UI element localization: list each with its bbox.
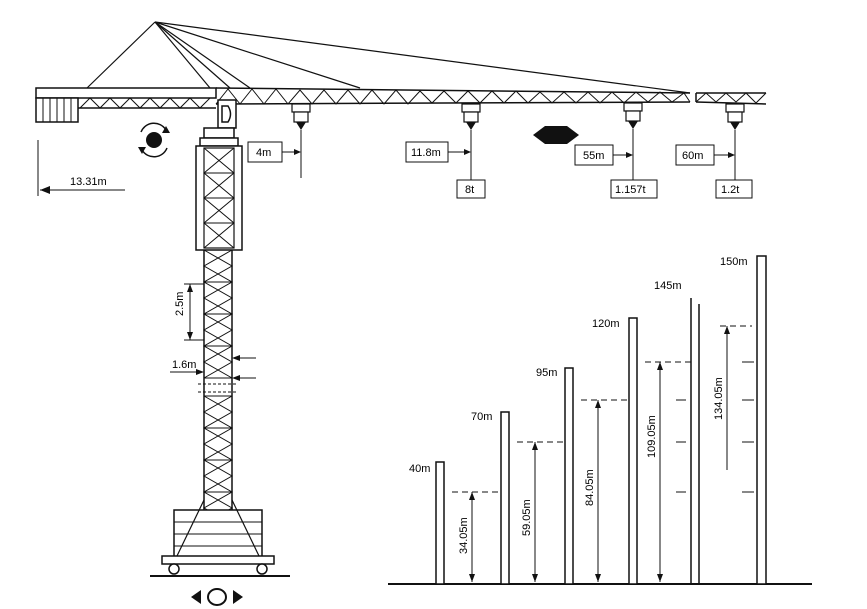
tower-dimension-label: 84.05m bbox=[584, 469, 596, 506]
tower-height-label: 95m bbox=[536, 367, 557, 379]
tower-145m: 145m bbox=[654, 280, 700, 584]
tower-120m: 120m 109.05m bbox=[592, 317, 694, 585]
travel-direction-icon bbox=[191, 588, 243, 606]
tower-150m: 150m 134.05m bbox=[713, 255, 767, 585]
capacity-box bbox=[715, 179, 753, 199]
tower-height-label: 70m bbox=[471, 411, 492, 423]
tower-dimension-label: 109.05m bbox=[646, 415, 658, 458]
capacity-box bbox=[610, 179, 658, 199]
mast-width-dimension: 1.6m bbox=[170, 355, 256, 381]
tower-height-label: 40m bbox=[409, 463, 430, 475]
load-point-4m: 4m bbox=[247, 103, 311, 178]
tower-height-label: 145m bbox=[654, 280, 682, 292]
tower-70m: 70m 59.05m bbox=[471, 411, 572, 585]
tower-dimension-label: 34.05m bbox=[458, 517, 470, 554]
load-point-60m: 60m 1.2t bbox=[675, 103, 753, 199]
capacity-box bbox=[456, 179, 486, 199]
radius-label: 60m bbox=[682, 150, 703, 162]
counter-jib-dimension: 13.31m bbox=[37, 140, 125, 196]
capacity-label: 8t bbox=[465, 184, 474, 196]
tower-dimension-label: 134.05m bbox=[713, 377, 725, 420]
trolley-travel-icon bbox=[533, 126, 579, 144]
radius-label: 4m bbox=[256, 147, 271, 159]
height-diagram: 40m 34.05m 70m 59.05m 95m 84.05m bbox=[388, 255, 812, 585]
capacity-label: 1.157t bbox=[615, 184, 646, 196]
tower-dimension-label: 59.05m bbox=[521, 499, 533, 536]
mast-section-height-label: 2.5m bbox=[174, 292, 186, 316]
capacity-label: 1.2t bbox=[721, 184, 739, 196]
tower-95m: 95m 84.05m bbox=[536, 367, 634, 585]
counter-jib-length-label: 13.31m bbox=[70, 176, 107, 188]
tower-40m: 40m 34.05m bbox=[409, 461, 508, 585]
tower-height-label: 120m bbox=[592, 318, 620, 330]
radius-label: 11.8m bbox=[411, 147, 441, 159]
mast-width-label: 1.6m bbox=[172, 359, 196, 371]
tower-height-label: 150m bbox=[720, 256, 748, 268]
load-point-55m: 55m 1.157t bbox=[574, 102, 658, 199]
mast-section-dimension: 2.5m bbox=[174, 283, 204, 341]
radius-label: 55m bbox=[583, 150, 604, 162]
crane-structure bbox=[35, 21, 767, 577]
slewing-rotation-icon bbox=[138, 122, 170, 158]
load-point-11-8m: 11.8m 8t bbox=[405, 103, 486, 199]
